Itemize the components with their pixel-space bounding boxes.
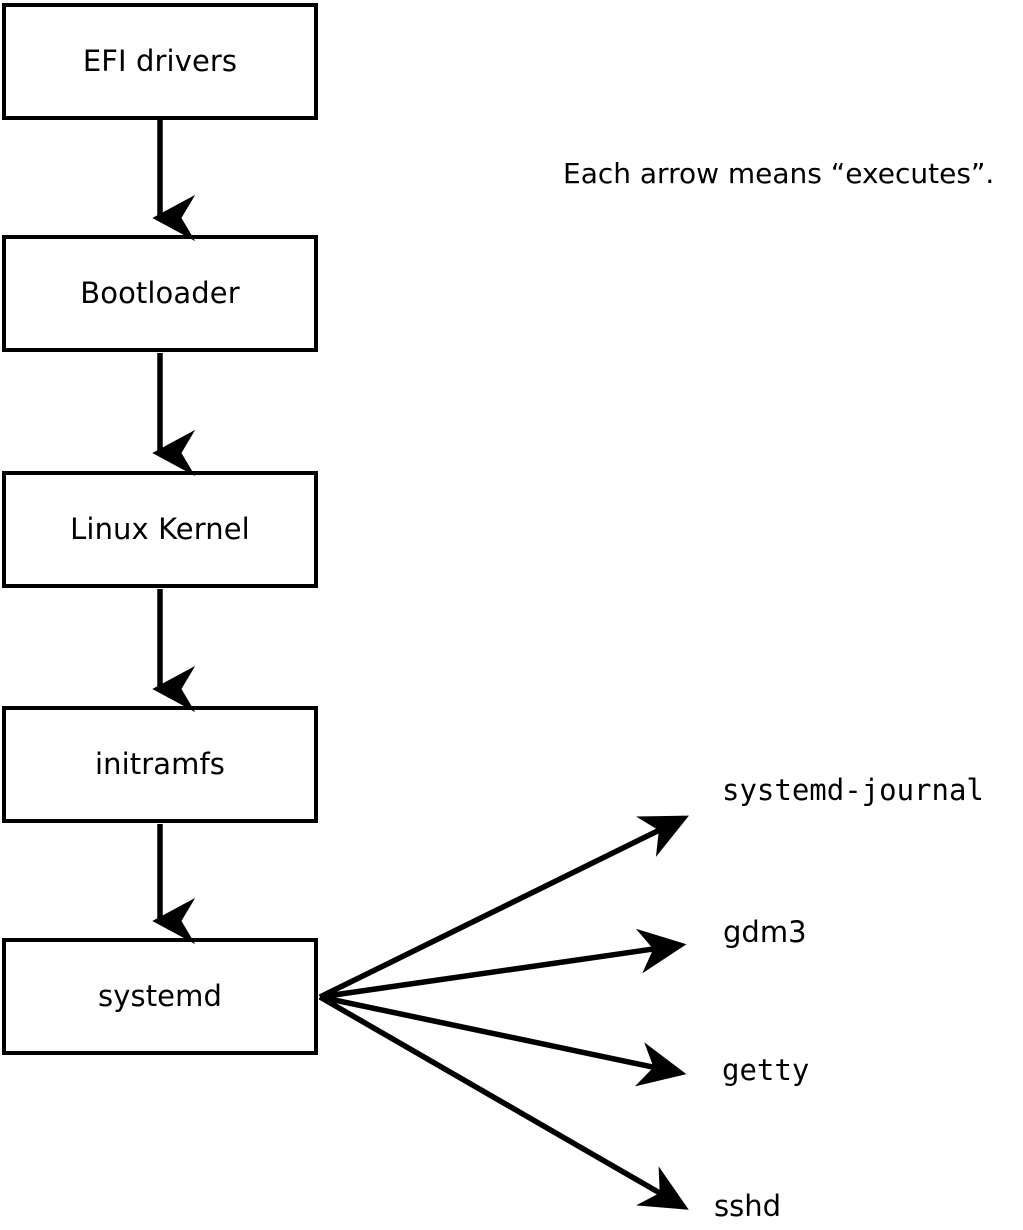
service-label-gdm3[interactable]: gdm3 bbox=[723, 915, 807, 949]
service-label-systemd-journal[interactable]: systemd-journal bbox=[722, 773, 984, 807]
stage-box-efi-drivers[interactable]: EFI drivers bbox=[2, 3, 318, 120]
service-arrow-getty bbox=[319, 994, 687, 1087]
stage-box-initramfs[interactable]: initramfs bbox=[2, 706, 318, 823]
diagram-caption: Each arrow means “executes”. bbox=[563, 157, 995, 190]
service-arrow-systemd-journal bbox=[318, 815, 689, 1000]
stage-label-initramfs: initramfs bbox=[94, 747, 226, 781]
service-label-getty[interactable]: getty bbox=[722, 1053, 810, 1087]
service-label-sshd[interactable]: sshd bbox=[714, 1189, 782, 1223]
stage-box-systemd[interactable]: systemd bbox=[2, 938, 318, 1055]
stage-box-linux-kernel[interactable]: Linux Kernel bbox=[2, 471, 318, 588]
service-arrow-sshd bbox=[318, 994, 689, 1210]
stage-label-linux-kernel: Linux Kernel bbox=[70, 512, 250, 546]
stage-label-efi-drivers: EFI drivers bbox=[82, 44, 238, 78]
stage-label-systemd: systemd bbox=[98, 979, 222, 1013]
stage-label-bootloader: Bootloader bbox=[80, 276, 240, 310]
stage-box-bootloader[interactable]: Bootloader bbox=[2, 235, 318, 352]
service-arrow-gdm3 bbox=[319, 928, 687, 1000]
